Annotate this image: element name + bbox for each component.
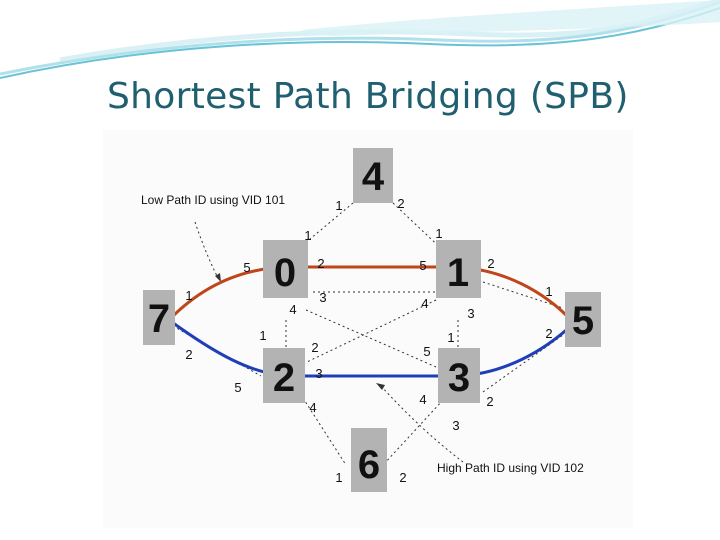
port-n0-top: 1 — [304, 228, 311, 243]
port-n1-bottom-right: 3 — [467, 306, 474, 321]
port-n3-right: 2 — [486, 394, 493, 409]
node-0-label: 0 — [274, 251, 296, 295]
slide-title: Shortest Path Bridging (SPB) — [107, 76, 629, 117]
port-n4-left: 1 — [335, 198, 342, 213]
link-2-6 — [302, 397, 347, 466]
node-7: 7 — [143, 290, 175, 345]
port-n0-bottom-right: 4 — [289, 302, 296, 317]
port-n2-right-top: 2 — [311, 340, 318, 355]
port-n7-bottom: 2 — [185, 347, 192, 362]
port-n2-right-mid: 3 — [315, 366, 322, 381]
port-n7-top: 1 — [185, 288, 192, 303]
node-2-label: 2 — [273, 356, 295, 400]
node-7-label: 7 — [148, 297, 170, 341]
header-wave-decoration — [0, 0, 720, 80]
low-path-arrowhead — [215, 273, 221, 282]
low-path-caption: Low Path ID using VID 101 — [141, 193, 285, 207]
node-4: 4 — [353, 148, 393, 203]
high-path-arrowhead — [376, 383, 385, 390]
node-1-label: 1 — [447, 251, 469, 295]
port-n4-right: 2 — [397, 196, 404, 211]
link-3-6 — [382, 399, 444, 466]
port-n1-left: 5 — [419, 258, 426, 273]
port-n5-bottom: 2 — [545, 326, 552, 341]
link-1-5 — [482, 281, 564, 309]
port-n0-right: 2 — [317, 256, 324, 271]
port-n6-right: 2 — [399, 470, 406, 485]
low-path-vid-101 — [167, 265, 575, 324]
low-path-arrow — [194, 221, 219, 279]
port-n3-top: 1 — [447, 330, 454, 345]
node-6: 6 — [351, 428, 387, 492]
high-path-arrow — [380, 385, 464, 463]
node-5: 5 — [565, 292, 601, 347]
port-n3-left-bottom: 4 — [419, 392, 426, 407]
node-6-label: 6 — [358, 443, 380, 487]
spb-topology-diagram: 4 0 1 7 5 2 3 6 1 2 — [103, 130, 633, 528]
high-path-caption: High Path ID using VID 102 — [437, 461, 584, 475]
port-n0-left: 5 — [243, 260, 250, 275]
port-n5-top: 1 — [545, 284, 552, 299]
port-n1-top: 1 — [435, 226, 442, 241]
port-n3-bottom: 3 — [452, 418, 459, 433]
node-3: 3 — [438, 348, 480, 403]
topology-svg: 4 0 1 7 5 2 3 6 1 2 — [141, 148, 601, 492]
node-1: 1 — [436, 240, 481, 298]
node-5-label: 5 — [572, 299, 594, 343]
port-n0-bottom-center: 3 — [319, 290, 326, 305]
link-0-3 — [305, 309, 437, 368]
port-n1-bottom-left: 4 — [421, 296, 428, 311]
link-1-2 — [306, 299, 437, 363]
port-n3-left-top: 5 — [423, 344, 430, 359]
port-n2-bottom: 4 — [309, 400, 316, 415]
node-4-label: 4 — [362, 155, 385, 199]
high-path-vid-102 — [168, 318, 575, 378]
node-3-label: 3 — [448, 356, 470, 400]
port-n2-top: 1 — [259, 328, 266, 343]
node-2: 2 — [263, 348, 305, 403]
port-n6-left: 1 — [335, 470, 342, 485]
port-n2-left: 5 — [234, 380, 241, 395]
node-0: 0 — [263, 240, 308, 298]
port-n1-right: 2 — [487, 256, 494, 271]
